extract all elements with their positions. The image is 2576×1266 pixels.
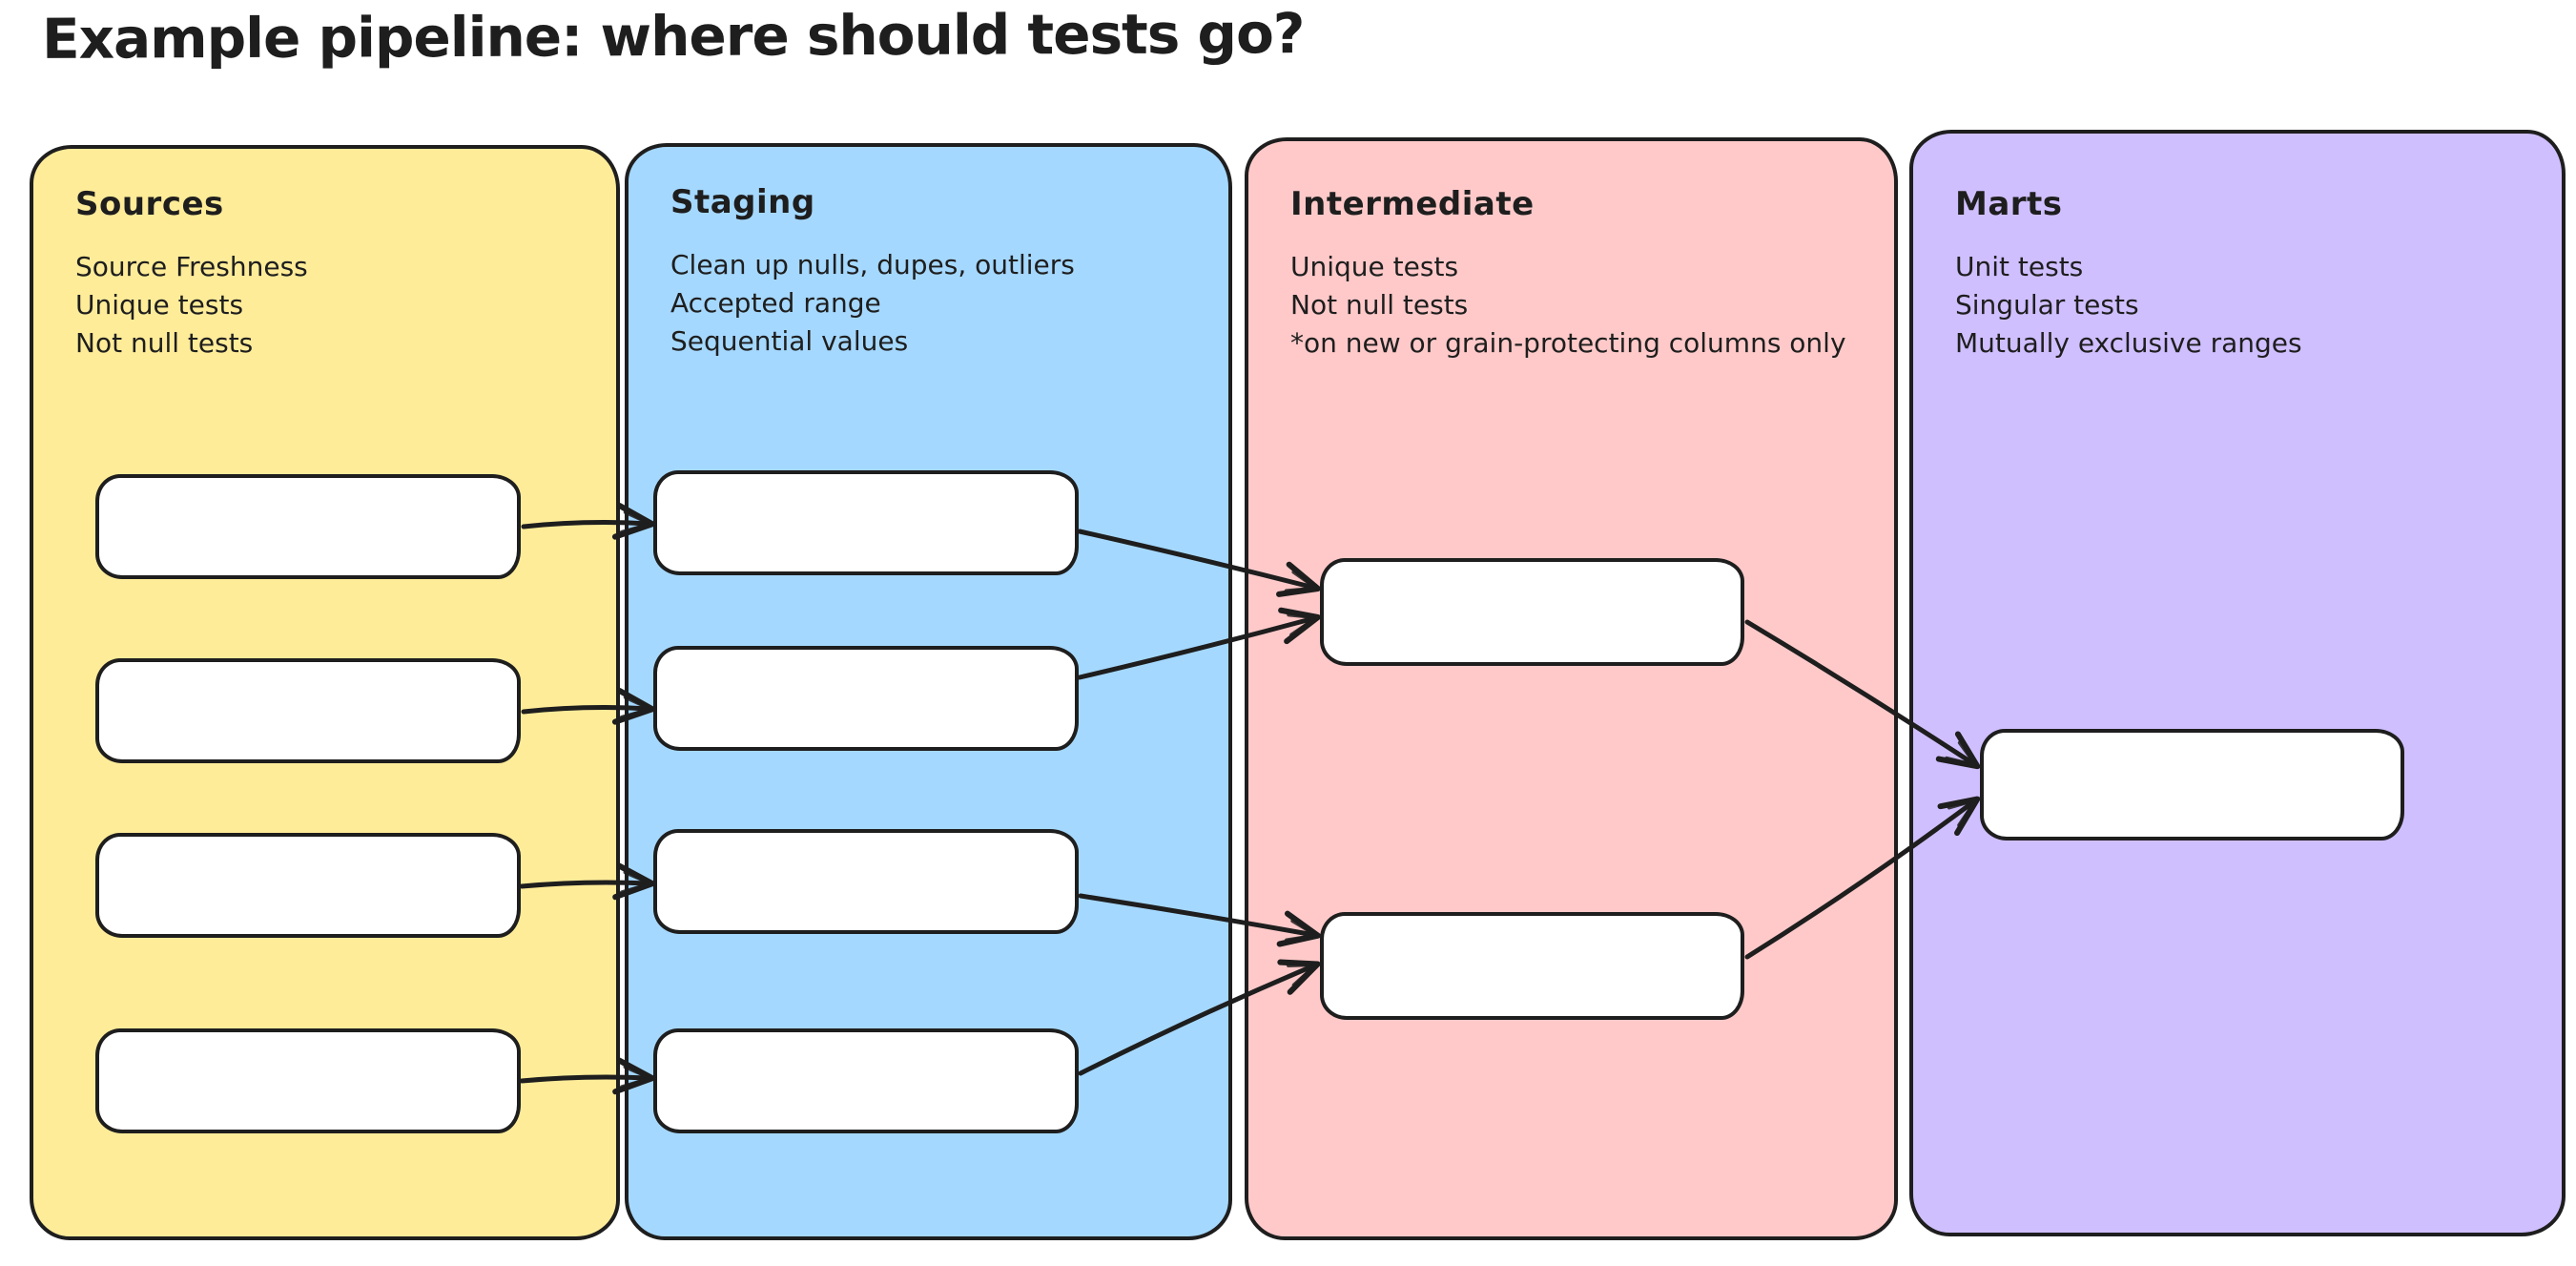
panel-staging-content: Staging Clean up nulls, dupes, outliers …: [629, 147, 1228, 361]
panel-marts-content: Marts Unit tests Singular tests Mutually…: [1913, 134, 2562, 363]
node-box-sources-4: [95, 1028, 521, 1133]
page-title: Example pipeline: where should tests go?: [41, 1, 1305, 72]
panel-note: Unique tests: [75, 289, 244, 321]
node-box-staging-2: [653, 646, 1079, 751]
panel-note: Not null tests: [75, 327, 254, 359]
panel-note: Sequential values: [670, 325, 909, 357]
panel-staging-notes: Clean up nulls, dupes, outliers Accepted…: [670, 246, 1186, 361]
panel-intermediate-content: Intermediate Unique tests Not null tests…: [1248, 141, 1894, 363]
node-box-staging-4: [653, 1028, 1079, 1133]
panel-note: Singular tests: [1955, 289, 2139, 321]
panel-note: Not null tests: [1290, 289, 1469, 321]
panel-sources-content: Sources Source Freshness Unique tests No…: [33, 149, 616, 363]
panel-intermediate-notes: Unique tests Not null tests *on new or g…: [1290, 248, 1852, 363]
panel-intermediate-title: Intermediate: [1290, 185, 1535, 223]
panel-note: Source Freshness: [75, 251, 308, 282]
panel-note: Mutually exclusive ranges: [1955, 327, 2302, 359]
panel-sources-title: Sources: [75, 185, 224, 223]
panel-note: Unit tests: [1955, 251, 2084, 282]
panel-intermediate: Intermediate Unique tests Not null tests…: [1245, 137, 1898, 1240]
node-box-sources-2: [95, 658, 521, 763]
panel-marts-title: Marts: [1955, 185, 2063, 223]
panel-staging-title: Staging: [670, 183, 815, 221]
panel-note: Accepted range: [670, 287, 881, 319]
panel-note: Unique tests: [1290, 251, 1459, 282]
node-box-sources-1: [95, 474, 521, 579]
node-box-staging-1: [653, 470, 1079, 575]
node-box-intermediate-2: [1320, 912, 1744, 1020]
panel-marts: Marts Unit tests Singular tests Mutually…: [1909, 130, 2566, 1236]
node-box-sources-3: [95, 833, 521, 938]
panel-marts-notes: Unit tests Singular tests Mutually exclu…: [1955, 248, 2520, 363]
panel-sources-notes: Source Freshness Unique tests Not null t…: [75, 248, 574, 363]
panel-note: Clean up nulls, dupes, outliers: [670, 249, 1075, 280]
panel-note: *on new or grain-protecting columns only: [1290, 327, 1846, 359]
node-box-marts-1: [1980, 729, 2404, 841]
node-box-staging-3: [653, 829, 1079, 934]
node-box-intermediate-1: [1320, 558, 1744, 666]
